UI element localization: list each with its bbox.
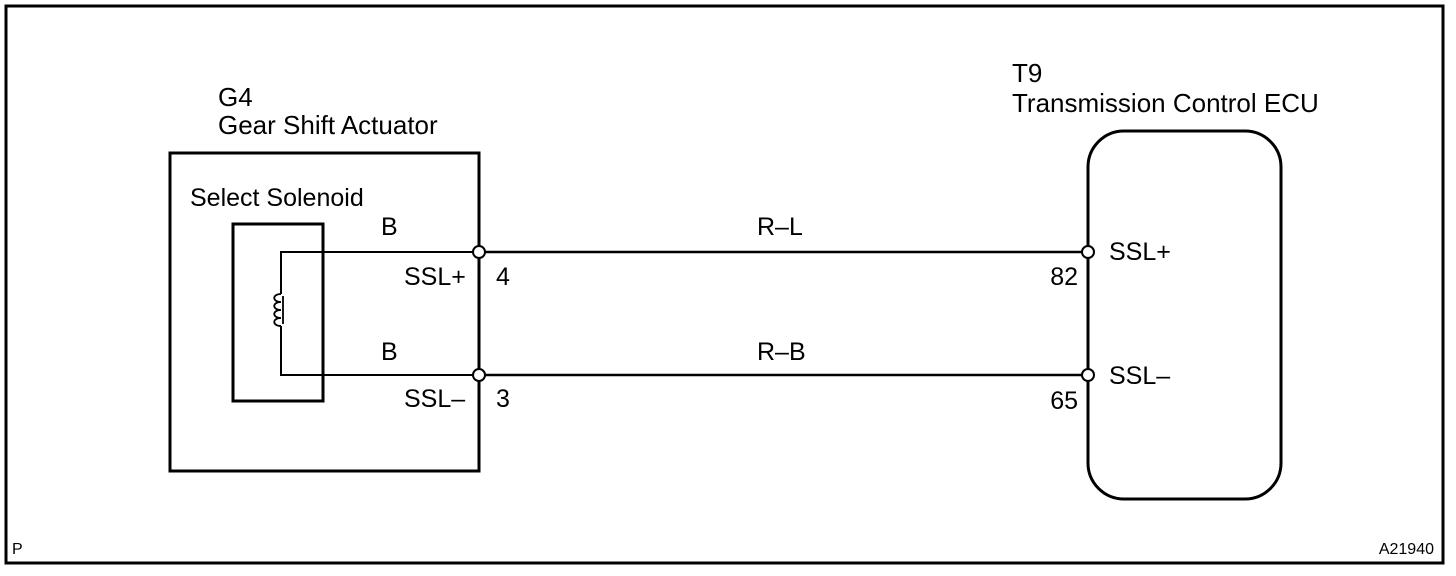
actuator-pin-top-number: 4 [496,263,510,291]
wire-top-color-label: R–L [757,213,803,241]
ecu-name: Transmission Control ECU [1012,88,1319,118]
corner-letter: P [12,541,23,558]
actuator-pin-bottom-terminal [472,368,486,382]
ecu-pin-top-number: 82 [1050,263,1078,291]
ecu-pin-top-name: SSL+ [1109,238,1171,266]
actuator-box [168,151,481,473]
actuator-pin-top-terminal [472,245,486,259]
ecu-pin-top-terminal [1081,245,1095,259]
actuator-wire-color-top: B [381,213,398,241]
actuator-code: G4 [218,82,253,112]
ecu-box [1086,129,1283,501]
actuator-name: Gear Shift Actuator [218,110,438,140]
ecu-code: T9 [1012,58,1042,88]
coil-icon [273,293,284,327]
ecu-pin-bottom-name: SSL– [1109,362,1170,390]
diagram-frame [4,4,1445,565]
figure-id: A21940 [1379,541,1434,558]
actuator-pin-bottom-name: SSL– [404,385,465,413]
solenoid-label: Select Solenoid [190,184,364,212]
solenoid-lead-bottom [280,326,479,376]
actuator-pin-bottom-number: 3 [496,385,510,413]
solenoid-box [231,222,325,403]
actuator-wire-color-bottom: B [381,338,398,366]
ecu-pin-bottom-number: 65 [1050,387,1078,415]
solenoid-lead-top [280,251,479,294]
actuator-pin-top-name: SSL+ [404,263,466,291]
wire-bottom-color-label: R–B [757,338,806,366]
ecu-pin-bottom-terminal [1081,368,1095,382]
